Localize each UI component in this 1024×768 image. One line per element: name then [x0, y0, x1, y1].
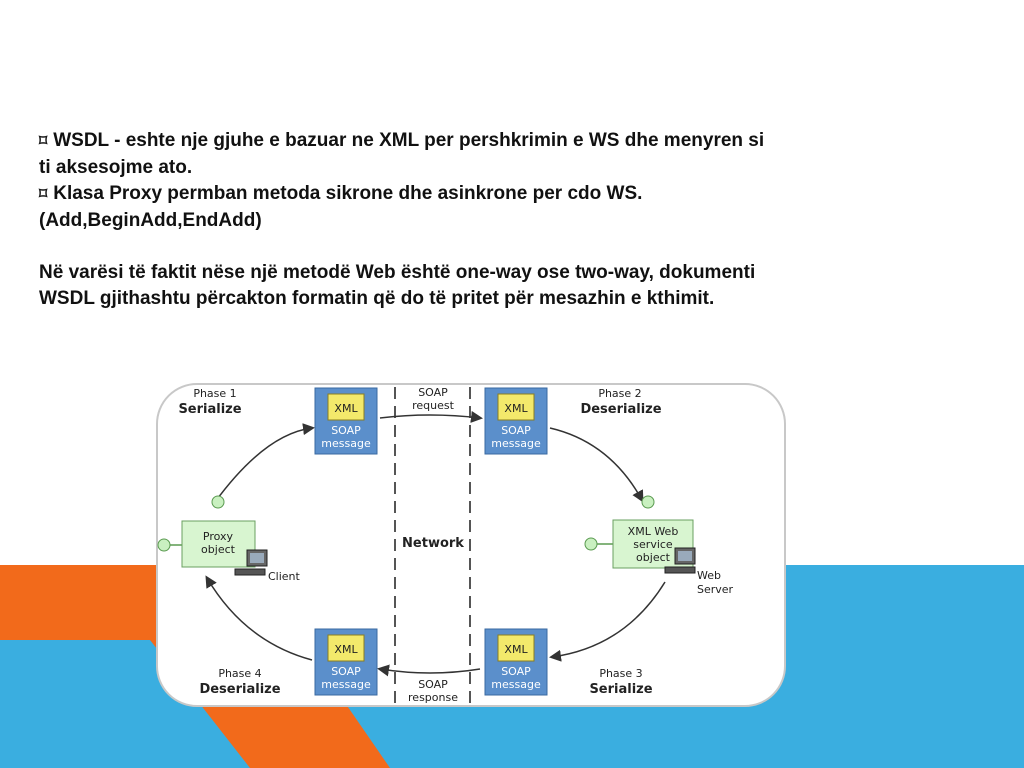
paragraph-line-1: Në varësi të faktit nëse një metodë Web … — [39, 262, 756, 283]
soap-response-label-2: response — [408, 691, 458, 704]
arc-phase1 — [214, 423, 315, 503]
message-box-bottom-left — [314, 628, 378, 696]
endpoint-circle — [584, 537, 598, 551]
blue-shape — [0, 640, 250, 768]
phase4-title: Deserialize — [199, 682, 280, 697]
bullet-icon: ⌑ — [39, 186, 48, 203]
soap-response-label: SOAP — [418, 678, 448, 691]
endpoint-circle — [641, 495, 655, 509]
paragraph-line-2: WSDL gjithashtu përcakton formatin që do… — [39, 288, 715, 309]
web-label: Web — [697, 569, 721, 582]
message-box-bottom-right — [484, 628, 548, 696]
phase1-title: Serialize — [178, 402, 241, 417]
arc-phase4 — [205, 575, 313, 661]
server-label: Server — [697, 583, 734, 596]
arc-phase3 — [549, 581, 666, 662]
client-computer-icon — [234, 549, 268, 576]
message-label: message — [491, 678, 541, 691]
phase4-label: Phase 4 — [218, 667, 261, 680]
proxy-label: Proxy — [203, 530, 234, 543]
soap-request-label: SOAP — [418, 386, 448, 399]
xml-label: XML — [504, 402, 528, 415]
bullet-1: ⌑ WSDL - eshte nje gjuhe e bazuar ne XML … — [39, 128, 939, 155]
phase2-label: Phase 2 — [598, 387, 641, 400]
phase1-label: Phase 1 — [193, 387, 236, 400]
arc-request — [379, 410, 483, 423]
endpoint-circle — [157, 538, 171, 552]
phase3-label: Phase 3 — [599, 667, 642, 680]
bullet-1-cont: ti aksesojme ato. — [39, 157, 193, 178]
phase2-title: Deserialize — [580, 402, 661, 417]
network-label: Network — [402, 536, 464, 551]
soap-label: SOAP — [331, 665, 361, 678]
service-label-3: object — [636, 551, 671, 564]
bullet-2-cont: (Add,BeginAdd,EndAdd) — [39, 210, 262, 231]
message-label: message — [321, 678, 371, 691]
message-label: message — [321, 437, 371, 450]
endpoint-circle — [211, 495, 225, 509]
bullet-icon: ⌑ — [39, 133, 48, 150]
xml-label: XML — [334, 643, 358, 656]
slide-body: ⌑ WSDL - eshte nje gjuhe e bazuar ne XML … — [39, 128, 939, 312]
message-box-top-right — [484, 387, 548, 455]
soap-label: SOAP — [331, 424, 361, 437]
soap-diagram: Phase 1 Serialize Phase 2 Deserialize Ph… — [156, 383, 786, 707]
service-label-2: service — [633, 538, 673, 551]
phase3-title: Serialize — [589, 682, 652, 697]
bullet-1-text: WSDL - eshte nje gjuhe e bazuar ne XML p… — [53, 130, 765, 151]
message-box-top-left — [314, 387, 378, 455]
message-label: message — [491, 437, 541, 450]
arc-phase2 — [549, 427, 644, 503]
bullet-2-text: Klasa Proxy permban metoda sikrone dhe a… — [53, 183, 643, 204]
proxy-label-2: object — [201, 543, 236, 556]
soap-label: SOAP — [501, 424, 531, 437]
client-label: Client — [268, 570, 301, 583]
arc-response — [377, 664, 481, 677]
service-label: XML Web — [628, 525, 679, 538]
soap-request-label-2: request — [412, 399, 455, 412]
xml-label: XML — [504, 643, 528, 656]
soap-label: SOAP — [501, 665, 531, 678]
xml-label: XML — [334, 402, 358, 415]
bullet-2: ⌑ Klasa Proxy permban metoda sikrone dhe … — [39, 181, 939, 208]
proxy-object-box — [181, 520, 256, 568]
server-computer-icon — [664, 547, 696, 574]
